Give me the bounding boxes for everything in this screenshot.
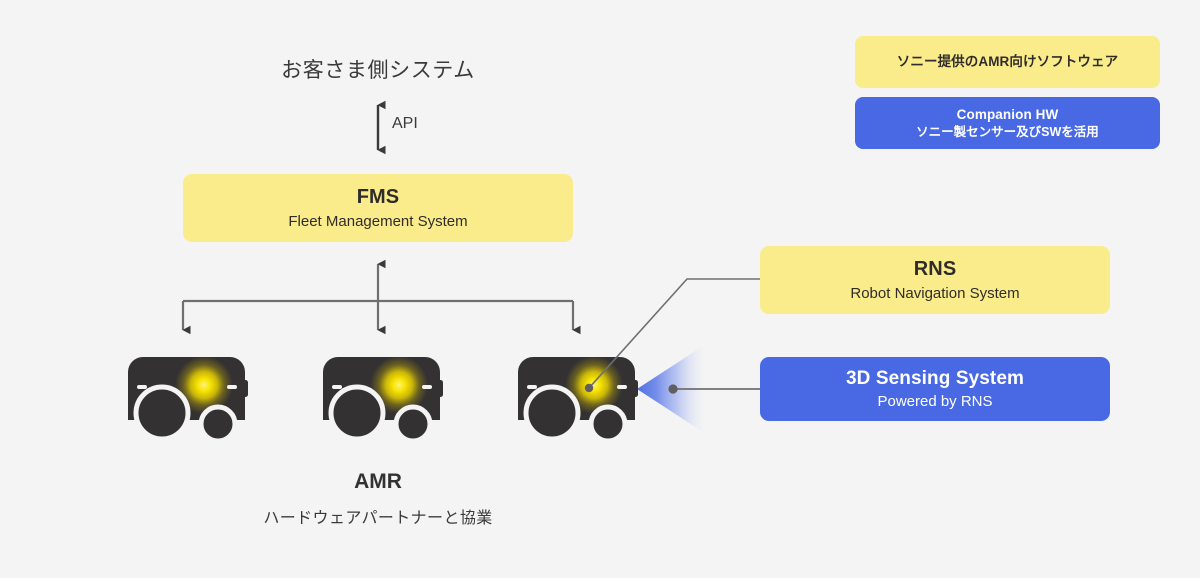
sensing-system-box[interactable]: 3D Sensing System Powered by RNS: [760, 357, 1110, 421]
rns-leader-line: [588, 278, 760, 389]
robot-wheel-large: [523, 384, 581, 442]
robot-wheel-small: [588, 404, 628, 444]
sensing-leader-anchor-dot: [668, 384, 678, 394]
robot-marker-right: [227, 385, 237, 389]
rns-box[interactable]: RNS Robot Navigation System: [760, 246, 1110, 314]
connector-cone-to-sensing: [668, 384, 760, 394]
connector-fms-to-amr-fleet: [181, 259, 581, 335]
robot-marker-left: [527, 385, 537, 389]
fms-box-subtitle: Fleet Management System: [288, 213, 468, 231]
legend-item-hardware-label: Companion HW: [956, 106, 1059, 122]
api-label: API: [392, 115, 418, 132]
amr-robot-3: [518, 356, 638, 444]
robot-marker-left: [332, 385, 342, 389]
robot-headlight-glow: [370, 356, 428, 414]
sensing-system-box-subtitle: Powered by RNS: [877, 393, 993, 411]
robot-marker-right: [617, 385, 627, 389]
robot-headlight-glow: [175, 356, 233, 414]
robot-sensor-nub: [631, 380, 638, 397]
legend-item-hardware-sublabel: ソニー製センサー及びSWを活用: [916, 125, 1099, 140]
robot-marker-right: [422, 385, 432, 389]
robot-sensor-nub: [436, 380, 443, 397]
amr-robot-1: [128, 356, 248, 444]
robot-headlight-glow: [565, 356, 623, 414]
fms-box[interactable]: FMS Fleet Management System: [183, 174, 573, 242]
legend-item-software: ソニー提供のAMR向けソフトウェア: [855, 36, 1160, 88]
robot-marker-left: [137, 385, 147, 389]
robot-sensor-nub: [241, 380, 248, 397]
robot-wheel-small: [393, 404, 433, 444]
customer-system-label: お客さま側システム: [281, 59, 475, 82]
robot-wheel-large: [328, 384, 386, 442]
connector-amr3-to-rns: [584, 278, 760, 393]
rns-leader-anchor-dot: [584, 383, 594, 393]
legend-item-software-label: ソニー提供のAMR向けソフトウェア: [896, 54, 1119, 70]
robot-wheel-small: [198, 404, 238, 444]
amr-robot-2: [323, 356, 443, 444]
amr-group-subtitle: ハードウェアパートナーと協業: [263, 510, 493, 527]
robot-wheel-large: [133, 384, 191, 442]
amr-group-title: AMR: [354, 470, 402, 493]
fms-box-title: FMS: [356, 185, 400, 208]
rns-box-subtitle: Robot Navigation System: [850, 285, 1020, 303]
legend-item-hardware: Companion HW ソニー製センサー及びSWを活用: [855, 97, 1160, 149]
sensing-system-box-title: 3D Sensing System: [845, 367, 1025, 389]
rns-box-title: RNS: [913, 257, 957, 280]
